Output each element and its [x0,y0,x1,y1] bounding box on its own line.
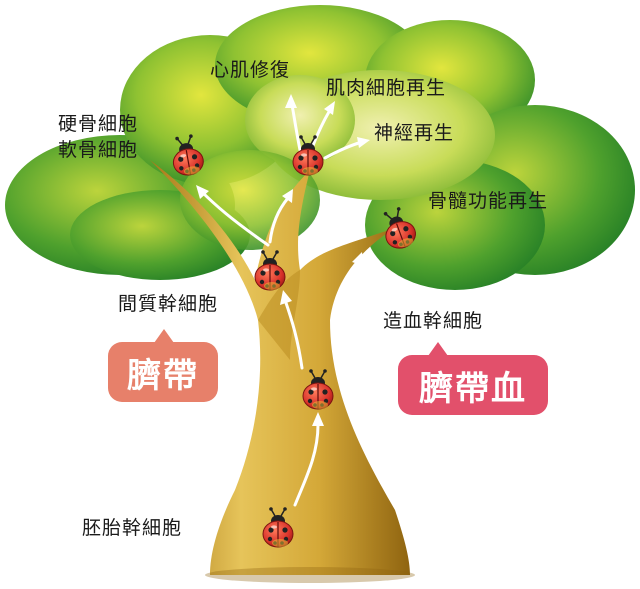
umbilical-cord-bubble: 臍帶 [108,329,218,402]
arrow-heads [196,94,370,426]
label-bone-cells: 硬骨細胞 [58,113,139,135]
label-mesenchymal-stem-cell: 間質幹細胞 [118,293,219,315]
cord-blood-bubble: 臍帶血 [398,342,548,415]
canopy [5,5,635,290]
label-marrow-regeneration: 骨髓功能再生 [428,190,549,212]
label-cartilage-cells: 軟骨細胞 [58,139,139,161]
label-muscle-regeneration: 肌肉細胞再生 [326,77,447,99]
label-hematopoietic-stem-cell: 造血幹細胞 [383,310,484,332]
label-cardiomyocyte: 心肌修復 [210,59,291,81]
trunk [150,160,415,583]
label-nerve-regeneration: 神經再生 [374,122,455,144]
label-embryonic-stem-cell: 胚胎幹細胞 [82,517,183,539]
